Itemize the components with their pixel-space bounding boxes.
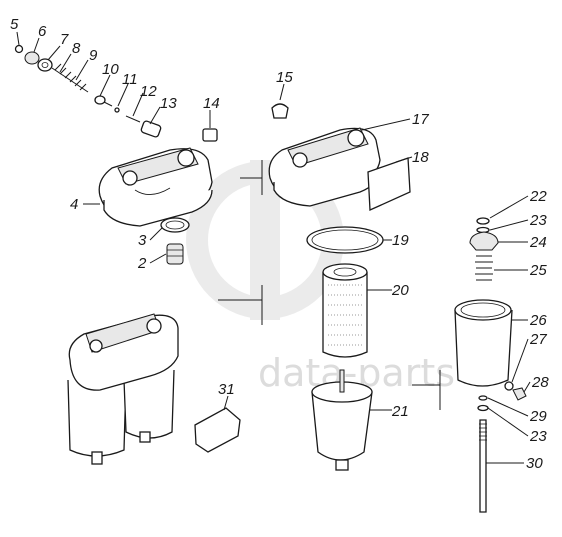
callout-4: 4 <box>70 196 78 213</box>
seal-and-fitting <box>160 217 190 265</box>
callout-29: 29 <box>529 408 547 425</box>
callout-26: 26 <box>529 312 547 329</box>
filter-bowl-21 <box>311 369 373 471</box>
callout-25: 25 <box>529 262 547 279</box>
callout-24: 24 <box>529 234 547 251</box>
callout-labels: 5 6 7 8 9 10 11 12 13 14 15 17 18 4 3 2 … <box>10 16 549 472</box>
callout-2: 2 <box>137 255 147 272</box>
callout-19: 19 <box>392 232 409 249</box>
seal-ring-19 <box>306 226 384 254</box>
leader-lines <box>16 31 531 464</box>
cover-housing-right <box>268 127 381 207</box>
callout-23-bottom: 23 <box>529 428 547 445</box>
callout-9: 9 <box>89 47 98 64</box>
callout-3: 3 <box>138 232 147 249</box>
callout-17: 17 <box>412 111 429 128</box>
callout-27: 27 <box>529 331 547 348</box>
callout-12: 12 <box>140 83 157 100</box>
gasket-18 <box>367 157 411 211</box>
gasket-31 <box>194 407 241 453</box>
callout-13: 13 <box>160 95 177 112</box>
callout-15: 15 <box>276 69 293 86</box>
callout-5: 5 <box>10 16 19 33</box>
bracket-right <box>412 370 441 410</box>
callout-8: 8 <box>72 40 81 57</box>
bracket-middle <box>218 285 263 325</box>
right-parts-stack <box>454 217 527 513</box>
callout-14: 14 <box>203 95 220 112</box>
callout-21: 21 <box>391 403 409 420</box>
callout-28: 28 <box>531 374 549 391</box>
filter-element-20 <box>322 263 368 358</box>
callout-11: 11 <box>122 71 138 88</box>
callout-30: 30 <box>526 455 543 472</box>
small-parts-top-left <box>14 44 218 142</box>
callout-18: 18 <box>412 149 429 166</box>
callout-23-top: 23 <box>529 212 547 229</box>
callout-6: 6 <box>38 23 47 40</box>
callout-22: 22 <box>529 188 547 205</box>
callout-20: 20 <box>391 282 409 299</box>
bracket-top <box>240 160 263 195</box>
cover-housing-left <box>98 147 213 227</box>
filter-assembly <box>67 313 179 465</box>
callout-10: 10 <box>102 61 119 78</box>
callout-31: 31 <box>218 381 235 398</box>
callout-7: 7 <box>60 31 69 48</box>
plug-15 <box>271 103 289 119</box>
